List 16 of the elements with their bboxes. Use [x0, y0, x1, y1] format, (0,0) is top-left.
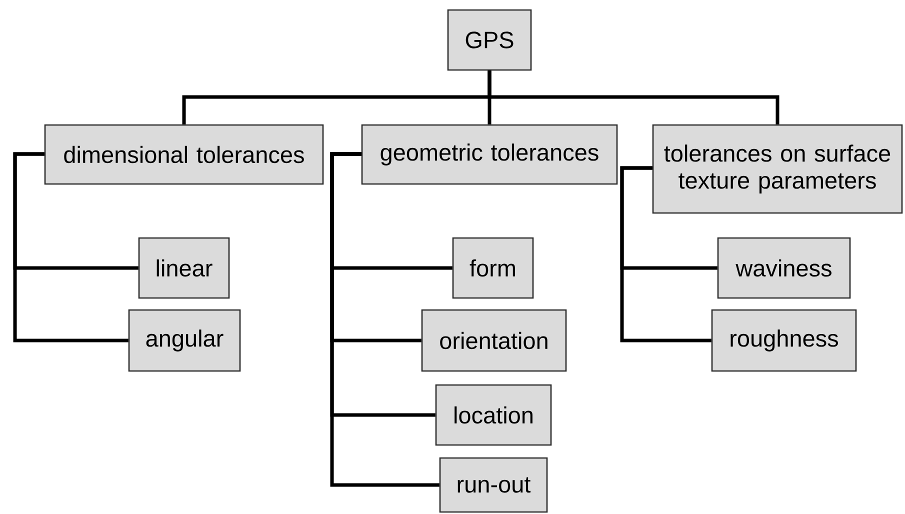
process-box: form [452, 237, 534, 299]
process-box: roughness [711, 309, 857, 372]
process-box: GPS [447, 9, 532, 71]
process-box: linear [138, 237, 230, 299]
process-box: orientation [421, 309, 567, 372]
connector-line [13, 152, 128, 342]
process-box: waviness [717, 237, 851, 299]
process-box: run-out [439, 457, 548, 513]
connector-line [488, 70, 780, 124]
connector-line [620, 166, 712, 342]
process-box: tolerances on surface texture parameters [652, 124, 903, 214]
process-box: location [435, 384, 552, 446]
process-box: geometric tolerances [361, 124, 618, 185]
connector-line [330, 152, 440, 487]
process-box: angular [128, 309, 241, 372]
process-box: dimensional tolerances [44, 124, 324, 185]
